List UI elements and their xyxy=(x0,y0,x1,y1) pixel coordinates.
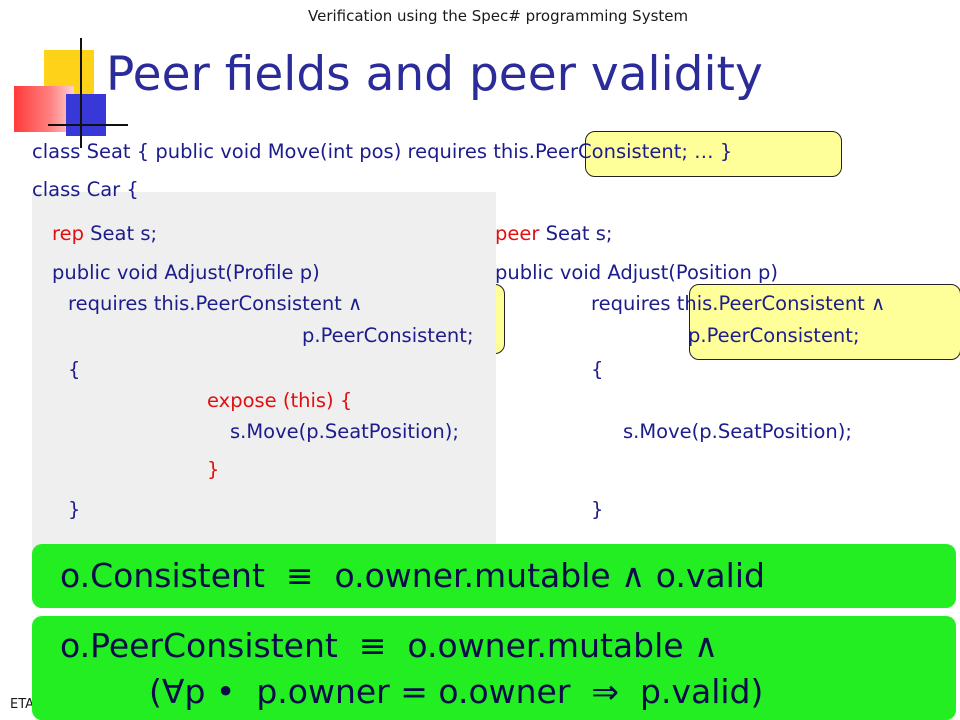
peer-consistent-definition-line1: o.PeerConsistent ≡ o.owner.mutable ∧ xyxy=(60,626,719,665)
peer-requires-line2: p.PeerConsistent; xyxy=(688,324,860,347)
footer-label: ETA xyxy=(10,697,35,712)
presentation-header: Verification using the Spec# programming… xyxy=(308,7,689,25)
rep-close-brace: } xyxy=(68,498,81,521)
consistent-definition: o.Consistent ≡ o.owner.mutable ∧ o.valid xyxy=(60,556,765,595)
slide-title: Peer fields and peer validity xyxy=(106,47,763,102)
rep-requires-keyword: requires xyxy=(68,292,154,315)
peer-requires-line1: requires this.PeerConsistent ∧ xyxy=(591,292,885,315)
expose-close-brace: } xyxy=(207,458,220,481)
peer-consistent-definition-box: o.PeerConsistent ≡ o.owner.mutable ∧ (∀p… xyxy=(32,616,956,720)
highlight-right-requires xyxy=(689,284,960,360)
peer-move-call: s.Move(p.SeatPosition); xyxy=(623,420,852,443)
peer-consistent-definition-line2: (∀p • p.owner = o.owner ⇒ p.valid) xyxy=(149,672,764,711)
seat-precondition-text: this.PeerConsistent; … } xyxy=(493,140,733,163)
rep-field-line: rep Seat s; xyxy=(52,222,157,245)
highlight-seat-precondition xyxy=(585,131,842,177)
peer-open-brace: { xyxy=(591,358,604,381)
rep-keyword: rep xyxy=(52,222,84,245)
deco-vertical-line xyxy=(80,38,82,148)
peer-method-signature: public void Adjust(Position p) xyxy=(495,261,779,284)
peer-field-decl: Seat s; xyxy=(539,222,613,245)
peer-field-line: peer Seat s; xyxy=(495,222,613,245)
rep-method-signature: public void Adjust(Profile p) xyxy=(52,261,320,284)
rep-field-decl: Seat s; xyxy=(83,222,158,245)
rep-requires-line2: p.PeerConsistent; xyxy=(302,324,474,347)
deco-blue-square xyxy=(66,94,106,136)
car-class-line: class Car { xyxy=(32,178,139,201)
rep-requires-line1: requires this.PeerConsistent ∧ xyxy=(68,292,362,315)
rep-code-panel xyxy=(32,192,496,552)
seat-class-text: class Seat { public void Move(int pos) r… xyxy=(32,140,494,163)
peer-requires-keyword: requires xyxy=(591,292,677,315)
expose-statement: expose (this) { xyxy=(207,389,353,412)
peer-close-brace: } xyxy=(591,498,604,521)
deco-horizontal-line xyxy=(48,124,128,126)
seat-class-line: class Seat { public void Move(int pos) r… xyxy=(32,140,732,163)
peer-requires-this: this.PeerConsistent ∧ xyxy=(676,292,886,315)
corner-decoration xyxy=(0,0,140,150)
rep-requires-this: this.PeerConsistent ∧ xyxy=(153,292,363,315)
peer-keyword: peer xyxy=(495,222,540,245)
rep-move-call: s.Move(p.SeatPosition); xyxy=(230,420,459,443)
consistent-definition-box: o.Consistent ≡ o.owner.mutable ∧ o.valid xyxy=(32,544,956,608)
rep-open-brace: { xyxy=(68,358,81,381)
